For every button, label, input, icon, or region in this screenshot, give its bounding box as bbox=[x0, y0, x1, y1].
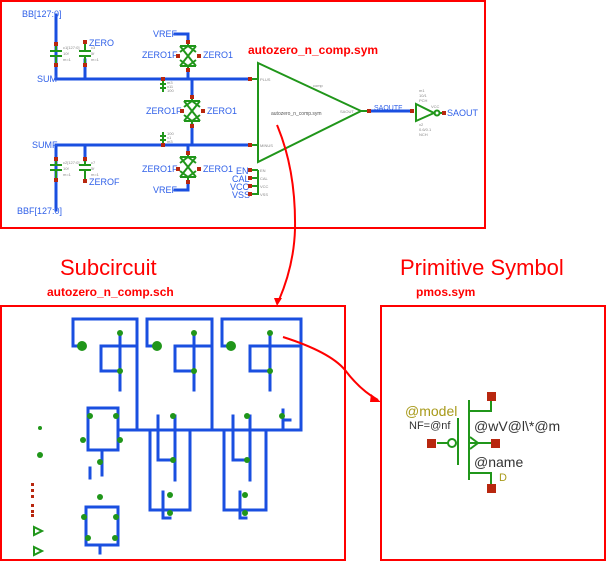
svg-text:NCH: NCH bbox=[419, 132, 428, 137]
hierarchy-arrow-symbol-to-subcircuit bbox=[274, 124, 297, 306]
svg-text:VCC: VCC bbox=[260, 184, 269, 189]
top-wires bbox=[54, 13, 414, 212]
svg-text:m3: m3 bbox=[167, 80, 173, 85]
symbol-view-frame bbox=[0, 0, 486, 229]
svg-text:c2[127:0]: c2[127:0] bbox=[63, 160, 79, 165]
svg-text:SAOUT: SAOUT bbox=[340, 109, 354, 114]
wire-vref-top bbox=[173, 32, 190, 44]
pmos-pin-body bbox=[491, 439, 500, 448]
transmission-gate-1 bbox=[176, 40, 201, 72]
capacitor-c1: c1[127:0] 10f m=1 bbox=[50, 42, 79, 67]
svg-text:m=1: m=1 bbox=[63, 172, 72, 177]
svg-text:MINUS: MINUS bbox=[260, 143, 273, 148]
primitive-frame[interactable] bbox=[380, 305, 606, 561]
primitive-file: pmos.sym bbox=[416, 285, 475, 299]
svg-text:m=1: m=1 bbox=[63, 57, 72, 62]
svg-text:x1: x1 bbox=[167, 135, 172, 140]
svg-text:100: 100 bbox=[167, 88, 174, 93]
net-label-vref-bottom: VREF bbox=[153, 185, 178, 195]
net-label-cal: CAL bbox=[232, 174, 250, 184]
pmos-size-attr: @wV@l\*@m bbox=[474, 418, 560, 434]
svg-text:m3: m3 bbox=[167, 139, 173, 144]
svg-text:VSS: VSS bbox=[260, 192, 268, 197]
svg-text:m=1: m=1 bbox=[91, 172, 100, 177]
comparator-inst: comp bbox=[313, 83, 324, 88]
pmos-nf-attr: NF=@nf bbox=[409, 420, 451, 432]
net-label-zero1-3: ZERO1 bbox=[203, 164, 233, 174]
comparator-label: autozero_n_comp.sym bbox=[271, 111, 322, 117]
transmission-gate-3 bbox=[176, 151, 201, 184]
capacitor-c3: c3 5f m=1 bbox=[79, 40, 100, 67]
net-label-zero1f-1: ZERO1F bbox=[142, 50, 178, 60]
pmos-pin-gate bbox=[427, 439, 436, 448]
svg-text:x11: x11 bbox=[167, 84, 174, 89]
svg-text:m1: m1 bbox=[419, 88, 425, 93]
subcircuit-frame[interactable] bbox=[0, 305, 346, 561]
capacitor-c2: c2[127:0] 10f m=1 bbox=[50, 157, 79, 182]
svg-text:10/1: 10/1 bbox=[419, 93, 428, 98]
pmos-pin-source bbox=[487, 392, 496, 401]
net-label-saout: SAOUT bbox=[447, 108, 479, 118]
net-label-saoutf: SAOUTF bbox=[374, 105, 402, 112]
pmos-pin-drain bbox=[487, 484, 496, 493]
net-label-zero1-2: ZERO1 bbox=[207, 106, 237, 116]
svg-text:c1[127:0]: c1[127:0] bbox=[63, 45, 79, 50]
net-label-zerof: ZEROF bbox=[89, 177, 120, 187]
svg-text:VCC: VCC bbox=[431, 104, 440, 109]
small-device-1: m3 x11 100 bbox=[160, 77, 174, 93]
net-label-zero: ZERO bbox=[89, 38, 114, 48]
net-label-bb: BB[127:0] bbox=[22, 9, 62, 19]
primitive-heading: Primitive Symbol bbox=[400, 255, 564, 280]
net-label-en: EN bbox=[236, 166, 249, 176]
net-label-sum: SUM bbox=[37, 74, 57, 84]
pmos-name-attr: @name bbox=[474, 454, 523, 470]
svg-text:m=1: m=1 bbox=[91, 57, 100, 62]
wire-vref-bot bbox=[173, 180, 190, 192]
net-label-zero1f-3: ZERO1F bbox=[142, 164, 178, 174]
pmos-symbol bbox=[427, 392, 500, 493]
subcircuit-wires bbox=[71, 317, 303, 555]
svg-text:CAL: CAL bbox=[260, 176, 269, 181]
svg-text:EN: EN bbox=[260, 168, 266, 173]
svg-text:10f: 10f bbox=[63, 51, 69, 56]
small-device-2: 100 x1 m3 bbox=[160, 131, 174, 147]
svg-text:c7: c7 bbox=[91, 160, 96, 165]
hierarchy-arrow-subcircuit-to-primitive bbox=[282, 336, 381, 402]
svg-text:PCH: PCH bbox=[419, 98, 428, 103]
net-label-zero1f-2: ZERO1F bbox=[146, 106, 182, 116]
subcircuit-heading: Subcircuit bbox=[60, 255, 157, 280]
svg-text:PLUS: PLUS bbox=[260, 77, 271, 82]
capacitor-c7: c7 5f m=1 bbox=[79, 157, 100, 183]
inverter-symbol: m1 10/1 PCH VCC x2 0.6/0.1 NCH bbox=[410, 88, 446, 137]
transmission-gate-2 bbox=[180, 95, 205, 128]
net-label-vss: VSS bbox=[232, 190, 250, 200]
net-label-sumf: SUMF bbox=[32, 140, 58, 150]
net-label-zero1-1: ZERO1 bbox=[203, 50, 233, 60]
net-label-vref-top: VREF bbox=[153, 29, 178, 39]
subcircuit-transistors bbox=[31, 330, 285, 557]
svg-text:x2: x2 bbox=[419, 122, 424, 127]
svg-text:c3: c3 bbox=[91, 45, 96, 50]
svg-text:10f: 10f bbox=[63, 166, 69, 171]
pmos-drain-label: D bbox=[499, 472, 507, 484]
subcircuit-file: autozero_n_comp.sch bbox=[47, 285, 174, 299]
net-label-vcc: VCC bbox=[230, 182, 250, 192]
svg-text:100: 100 bbox=[167, 131, 174, 136]
svg-text:0.6/0.1: 0.6/0.1 bbox=[419, 127, 432, 132]
symbol-title: autozero_n_comp.sym bbox=[248, 43, 378, 57]
net-label-bbf: BBF[127:0] bbox=[17, 206, 62, 216]
svg-text:5f: 5f bbox=[91, 51, 95, 56]
comparator-symbol[interactable]: autozero_n_comp.sym comp PLUS MINUS EN C… bbox=[248, 61, 371, 197]
svg-text:5f: 5f bbox=[91, 166, 95, 171]
pmos-model-attr: @model bbox=[405, 403, 457, 419]
